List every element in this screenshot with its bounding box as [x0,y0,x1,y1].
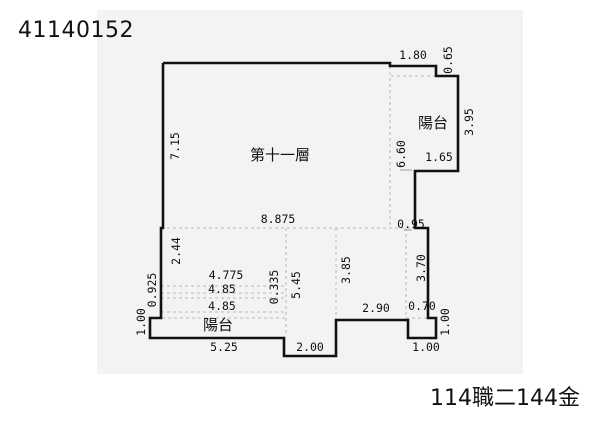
dim-label: 3.70 [414,254,428,282]
dim-label: 8.875 [261,212,296,226]
dim-label: 1.65 [425,150,453,164]
dim-label: 2.90 [362,301,390,315]
dim-label: 1.00 [412,340,440,354]
dim-label: 2.00 [296,340,324,354]
dim-label: 0.925 [145,273,159,308]
dim-label: 0.335 [267,270,281,305]
dim-label: 7.15 [168,132,182,160]
document-id: 41140152 [18,18,134,43]
dim-label: 0.70 [408,299,436,313]
dim-label: 1.00 [134,308,148,336]
exterior-wall [148,61,460,358]
dim-label: 0.65 [441,46,455,74]
floorplan-background [97,10,523,374]
room-label-main-floor: 第十一層 [250,146,310,164]
dim-label: 2.44 [169,237,183,265]
dim-label: 4.85 [208,299,236,313]
dim-label: 6.60 [394,140,408,168]
dim-label: 1.80 [399,48,427,62]
dim-label: 0.95 [397,217,425,231]
dim-label: 5.45 [289,271,303,299]
room-label-balcony-upper: 陽台 [418,114,448,132]
dim-label: 3.85 [339,256,353,284]
room-label-balcony-lower: 陽台 [203,316,233,334]
dim-label: 3.95 [462,108,476,136]
dim-label: 5.25 [210,340,238,354]
document-footer-label: 114職二144金 [430,386,580,411]
interior-partitions [150,66,436,336]
dim-label: 1.00 [438,308,452,336]
dim-label: 4.775 [209,268,244,282]
dim-label: 4.85 [208,282,236,296]
